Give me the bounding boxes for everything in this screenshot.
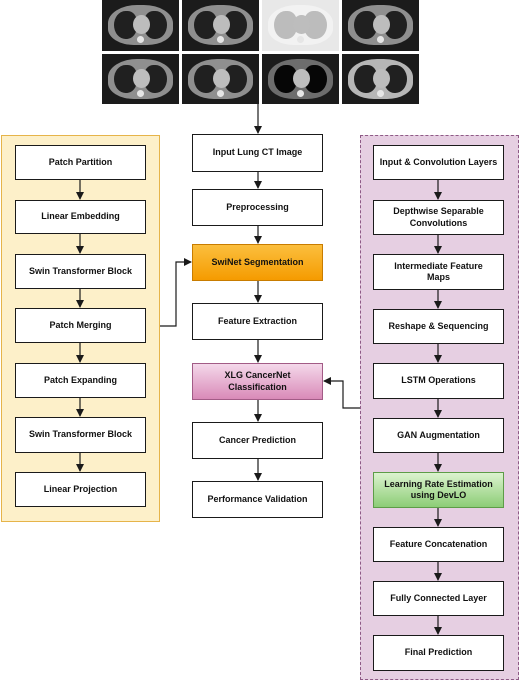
swin-transformer-block-node: Swin Transformer Block [15, 254, 146, 289]
ct-image [102, 53, 179, 104]
learning-rate-estimation-devlo-node: Learning Rate Estimation using DevLO [373, 472, 504, 508]
patch-expanding-node: Patch Expanding [15, 363, 146, 398]
ct-image [342, 53, 419, 104]
swinet-segmentation-node: SwiNet Segmentation [192, 244, 323, 281]
patch-merging-node: Patch Merging [15, 308, 146, 343]
performance-validation-node: Performance Validation [192, 481, 323, 518]
cancer-prediction-node: Cancer Prediction [192, 422, 323, 459]
input-convolution-layers-node: Input & Convolution Layers [373, 145, 504, 180]
ct-image [182, 0, 259, 51]
ct-image-grid [102, 0, 419, 104]
gan-augmentation-node: GAN Augmentation [373, 418, 504, 453]
ct-image [342, 0, 419, 51]
depthwise-separable-convolutions-node: Depthwise Separable Convolutions [373, 200, 504, 235]
linear-embedding-node: Linear Embedding [15, 200, 146, 234]
arrow-left-panel-to-segmentation [160, 258, 192, 327]
ct-image [102, 0, 179, 51]
patch-partition-node: Patch Partition [15, 145, 146, 180]
ct-image [262, 0, 339, 51]
final-prediction-node: Final Prediction [373, 635, 504, 671]
preprocessing-node: Preprocessing [192, 189, 323, 226]
fully-connected-layer-node: Fully Connected Layer [373, 581, 504, 616]
intermediate-feature-maps-node: Intermediate Feature Maps [373, 254, 504, 290]
linear-projection-node: Linear Projection [15, 472, 146, 507]
feature-extraction-node: Feature Extraction [192, 303, 323, 340]
xlg-cancernet-classification-node: XLG CancerNet Classification [192, 363, 323, 400]
arrow-right-panel-to-classification [323, 377, 360, 409]
ct-image [182, 53, 259, 104]
input-ct-image-node: Input Lung CT Image [192, 134, 323, 172]
swin-transformer-block-node: Swin Transformer Block [15, 417, 146, 453]
lstm-operations-node: LSTM Operations [373, 363, 504, 399]
ct-image [262, 53, 339, 104]
reshape-sequencing-node: Reshape & Sequencing [373, 309, 504, 344]
feature-concatenation-node: Feature Concatenation [373, 527, 504, 562]
